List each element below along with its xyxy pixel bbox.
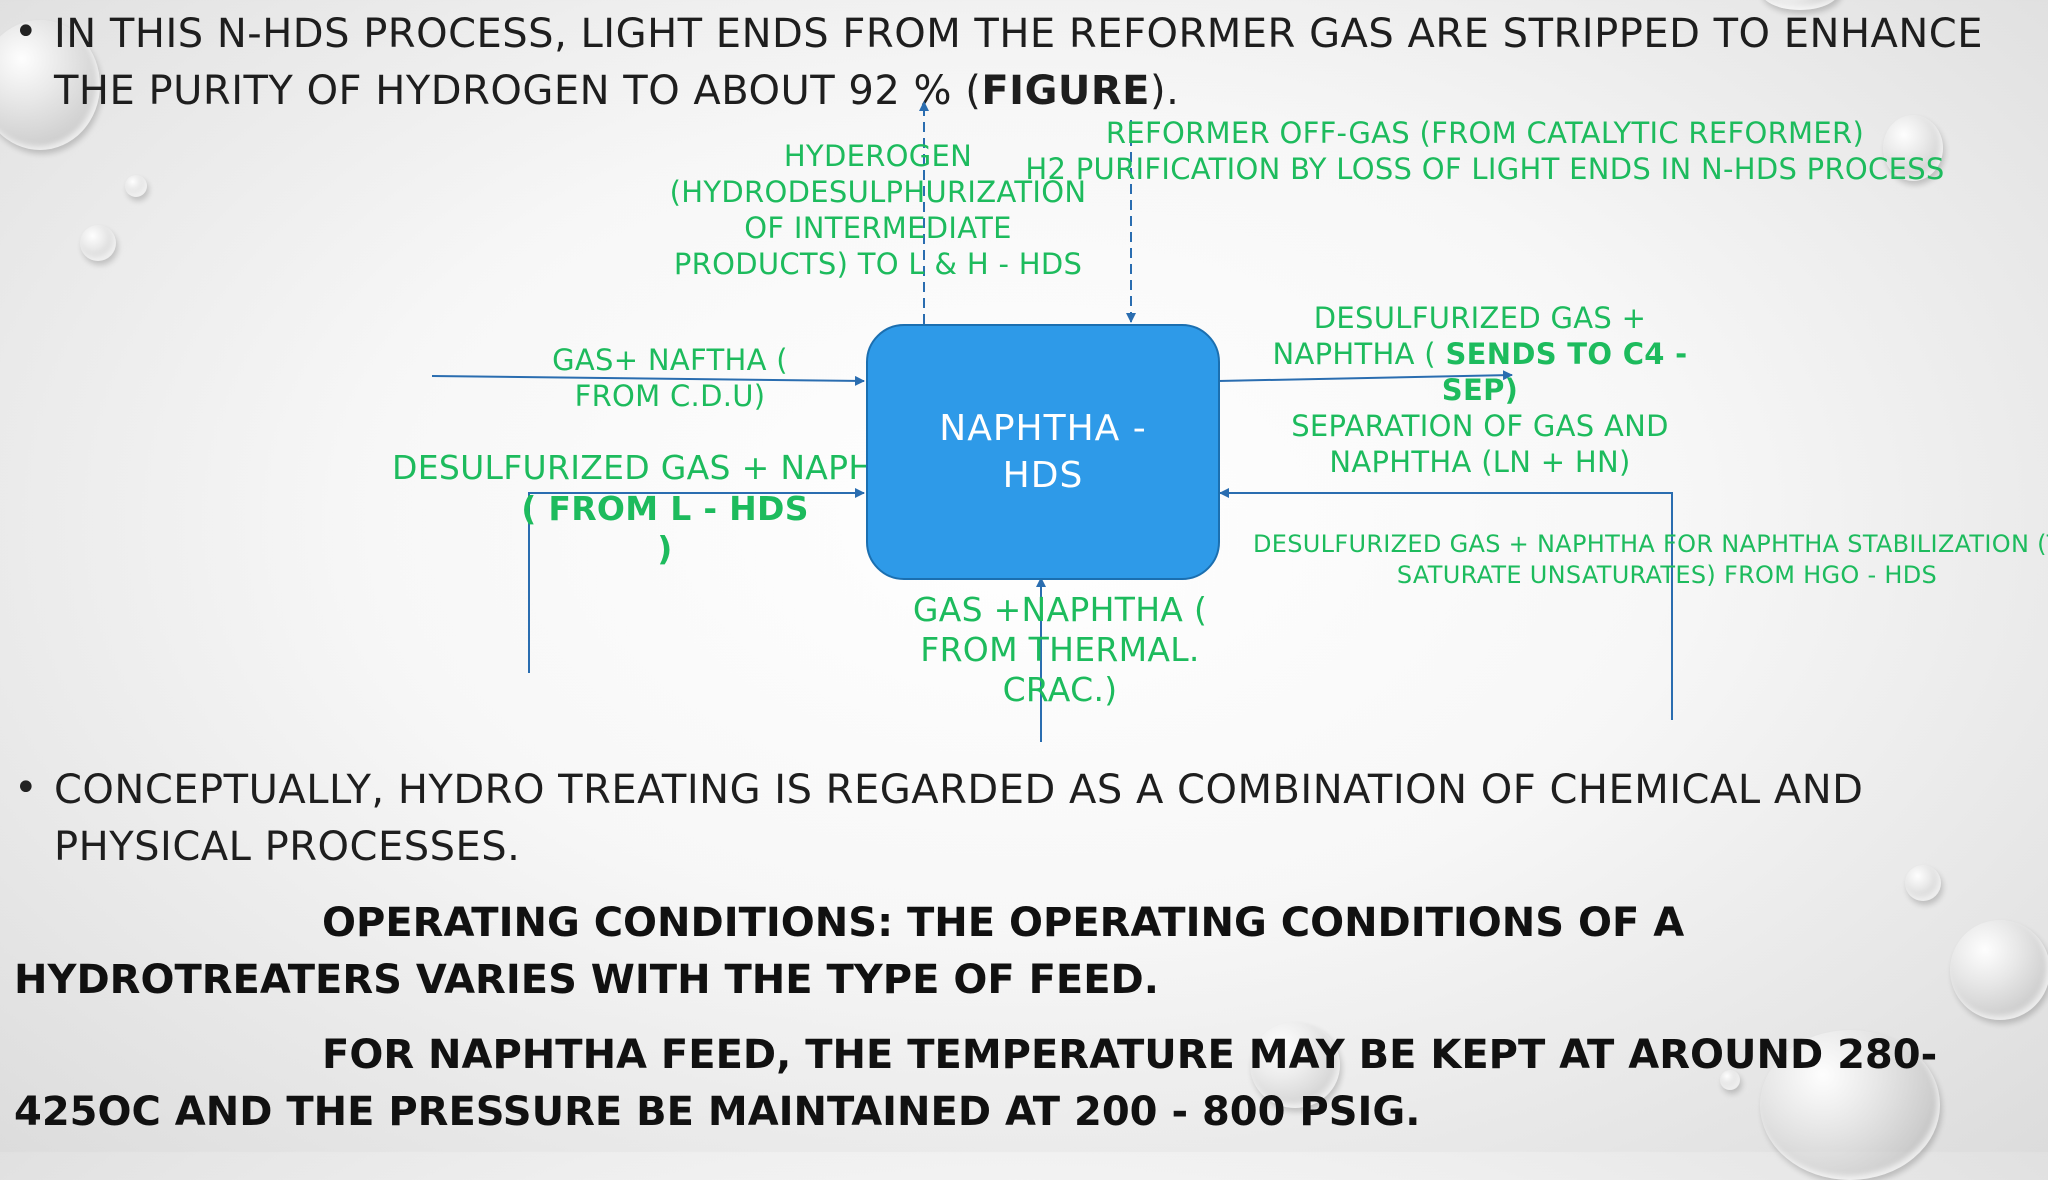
bullet-paragraph-1: IN THIS N-HDS PROCESS, LIGHT ENDS FROM T… bbox=[54, 6, 1984, 120]
naphtha-hds-unit: NAPHTHA - HDS bbox=[866, 324, 1220, 580]
bullet-1-end: ). bbox=[1150, 68, 1180, 114]
lhds-feed-arrow bbox=[528, 488, 865, 673]
water-droplet bbox=[125, 175, 147, 197]
label-desulfurized-right-a: DESULFURIZED GAS + NAPHTHA ( bbox=[1272, 301, 1647, 371]
cdu-feed-arrow bbox=[431, 375, 865, 386]
water-droplet bbox=[1250, 1022, 1340, 1108]
water-droplet bbox=[1883, 115, 1943, 181]
bullet-marker: • bbox=[14, 765, 38, 811]
bullet-marker: • bbox=[14, 9, 38, 55]
bullet-paragraph-2: CONCEPTUALLY, HYDRO TREATING IS REGARDED… bbox=[54, 767, 1864, 870]
water-droplet bbox=[1905, 865, 1941, 901]
c4-sep-out-arrow bbox=[1217, 370, 1513, 382]
water-droplet bbox=[1720, 1070, 1740, 1090]
label-hydrogen: HYDEROGEN (HYDRODESULPHURIZATION OF INTE… bbox=[669, 139, 1087, 281]
operating-conditions: OPERATING CONDITIONS: THE OPERATING COND… bbox=[14, 900, 1685, 1003]
label-gas-naftha: GAS+ NAFTHA ( FROM C.D.U) bbox=[552, 343, 788, 413]
label-h2-purification: H2 PURIFICATION BY LOSS OF LIGHT ENDS IN… bbox=[1025, 152, 1945, 186]
label-stabilization: DESULFURIZED GAS + NAPHTHA FOR NAPHTHA S… bbox=[1253, 530, 2048, 589]
label-sends-to-c4: SENDS TO C4 - SEP) bbox=[1441, 337, 1688, 407]
label-separation: SEPARATION OF GAS AND NAPHTHA (LN + HN) bbox=[1291, 409, 1669, 479]
naphtha-feed-conditions: FOR NAPHTHA FEED, THE TEMPERATURE MAY BE… bbox=[14, 1032, 1938, 1135]
label-from-l-hds: ( FROM L - HDS ) bbox=[521, 489, 809, 568]
label-desulfurized-right: DESULFURIZED GAS + NAPHTHA ( SENDS TO C4… bbox=[1270, 300, 1690, 408]
figure-reference: FIGURE bbox=[981, 68, 1151, 114]
flow-diagram-lines bbox=[431, 101, 1673, 742]
water-droplet bbox=[80, 225, 116, 261]
bullet-1-text: IN THIS N-HDS PROCESS, LIGHT ENDS FROM T… bbox=[54, 11, 1984, 114]
label-reformer-offgas: REFORMER OFF-GAS (FROM CATALYTIC REFORME… bbox=[1105, 116, 1865, 150]
label-thermal-crac: GAS +NAPHTHA ( FROM THERMAL. CRAC.) bbox=[912, 590, 1208, 709]
label-desulfurized-left: DESULFURIZED GAS + NAPHTHA bbox=[392, 448, 942, 487]
hgo-feed-arrow bbox=[1219, 488, 1673, 720]
water-droplet bbox=[1950, 920, 2048, 1020]
naphtha-hds-label: NAPHTHA - HDS bbox=[939, 408, 1147, 496]
water-droplet bbox=[1760, 0, 1840, 10]
water-droplet bbox=[0, 20, 100, 150]
